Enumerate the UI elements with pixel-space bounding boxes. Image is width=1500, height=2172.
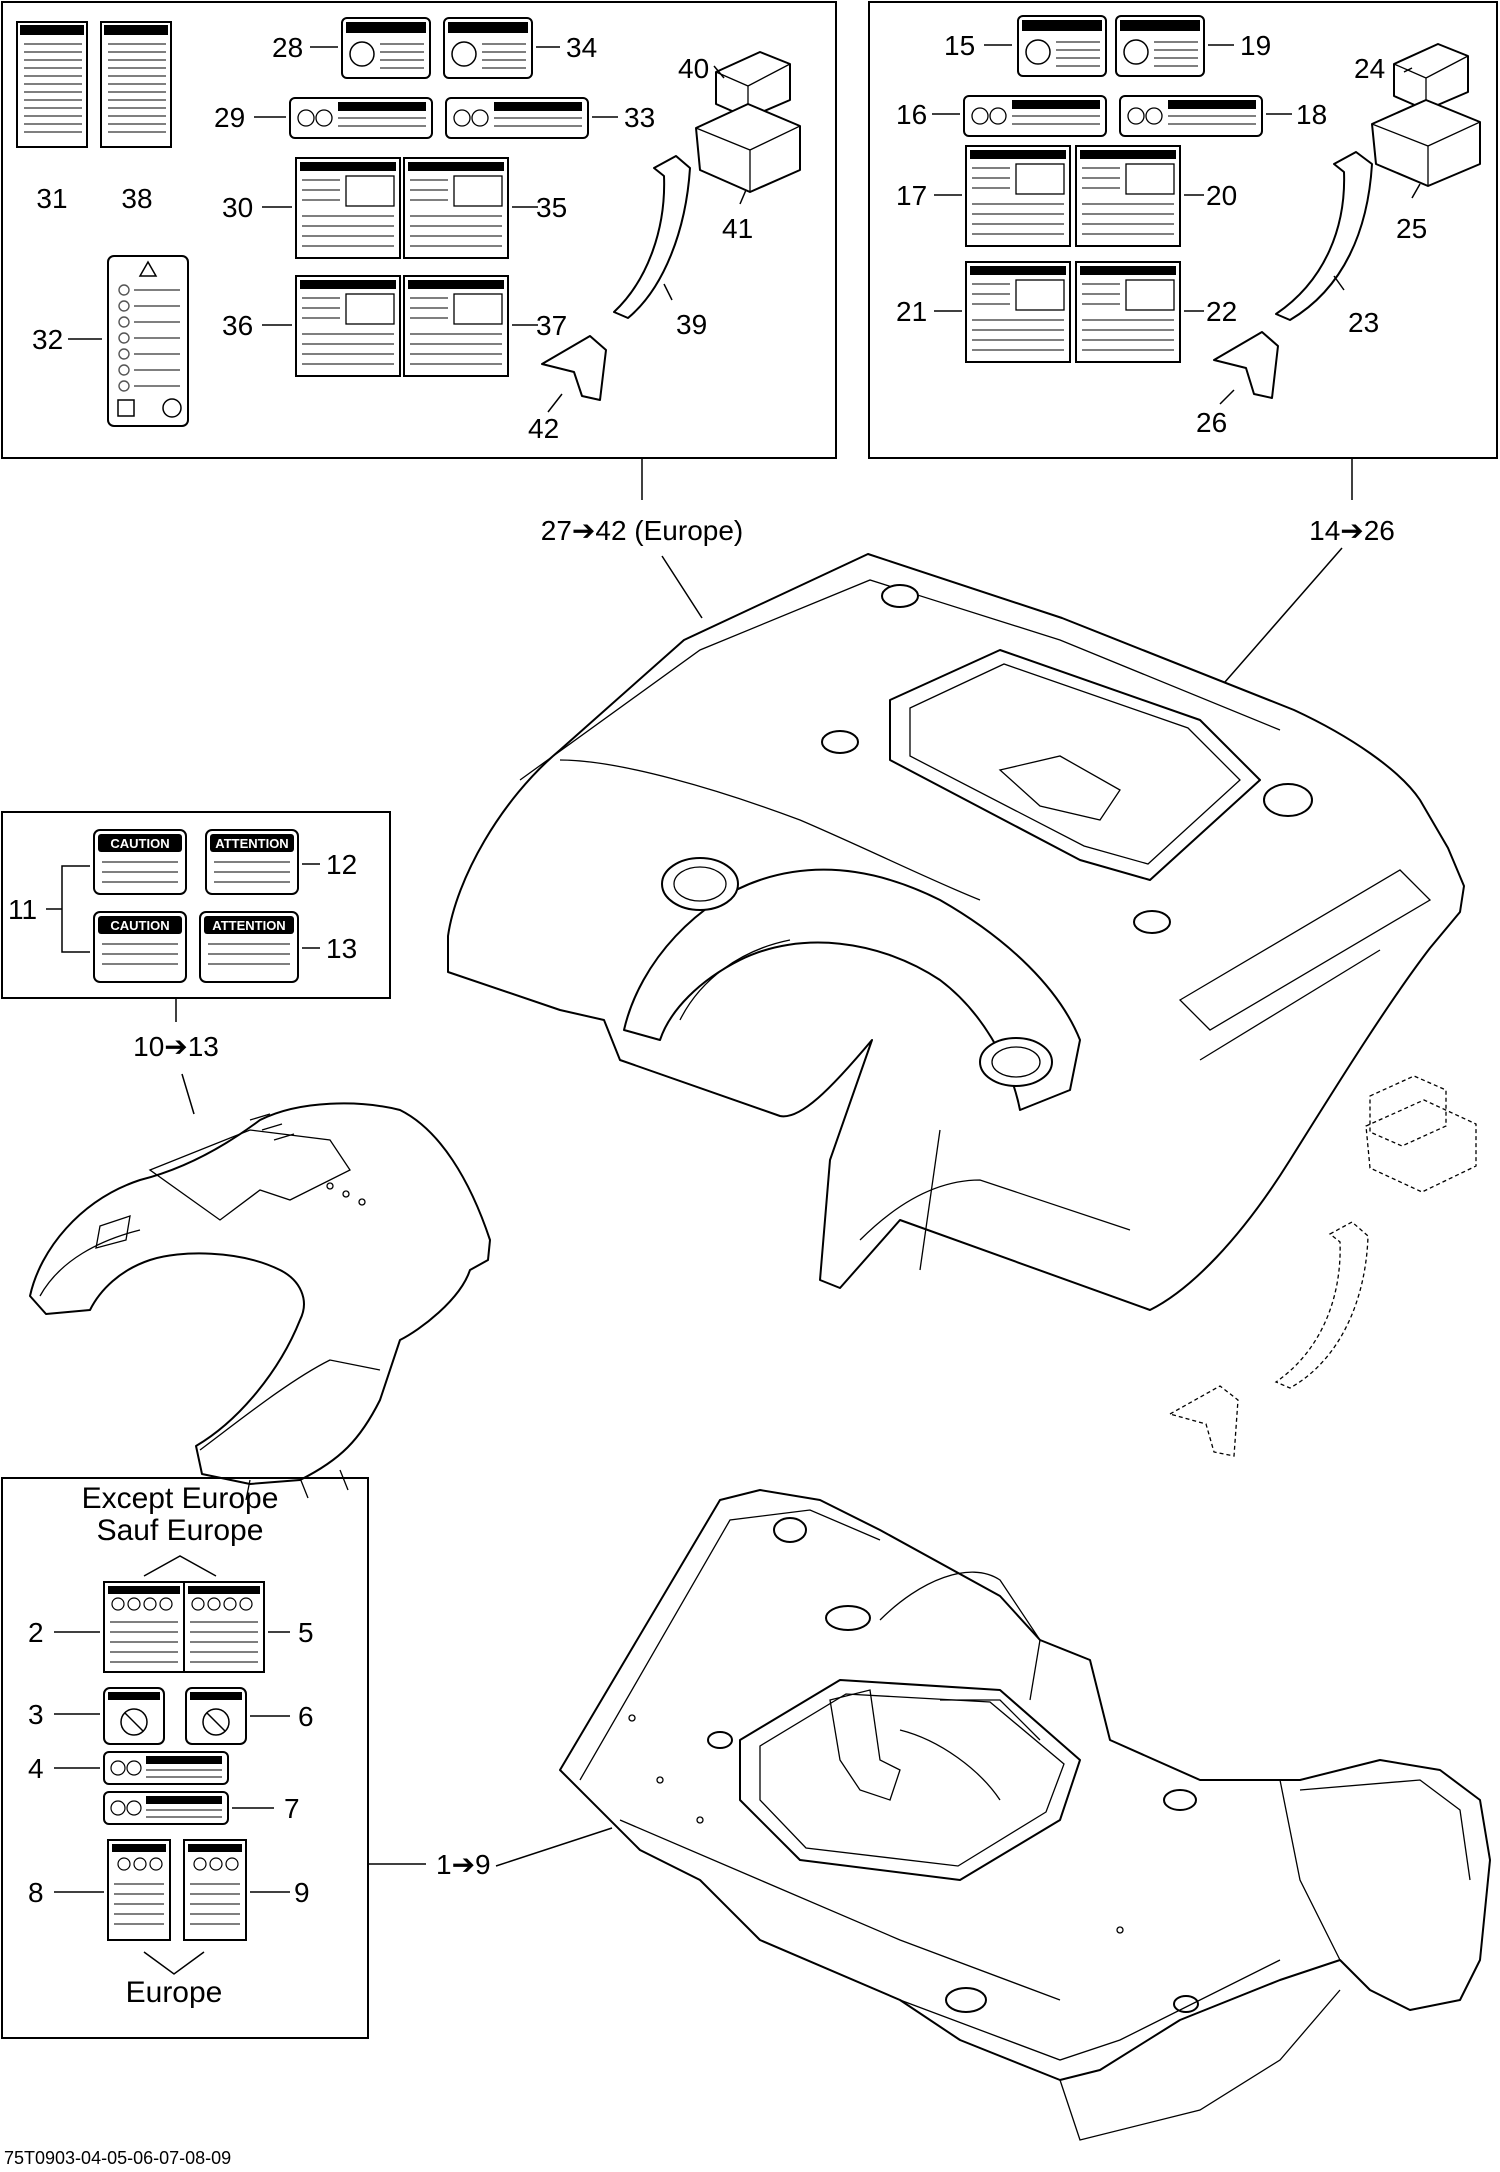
heading-sauf-europe: Sauf Europe [97, 1514, 264, 1547]
caution-decal-kit-box: CAUTION ATTENTION CAUTION ATTENTION 11 1… [1, 811, 391, 999]
callout-26: 26 [1196, 407, 1227, 438]
decal-29 [289, 97, 433, 139]
callout-25: 25 [1396, 213, 1427, 244]
guard-40 [715, 51, 791, 119]
callout-21: 21 [896, 296, 927, 327]
decal-3 [103, 1687, 165, 1745]
decal-30 [295, 157, 401, 259]
callout-19: 19 [1240, 30, 1271, 61]
callout-12: 12 [326, 849, 357, 880]
kit-label-front: 1➔9 [436, 1849, 491, 1880]
bracket-42 [541, 335, 607, 401]
callout-39: 39 [676, 309, 707, 340]
reference-code: 75T0903-04-05-06-07-08-09 [4, 2148, 231, 2168]
callout-28: 28 [272, 32, 303, 63]
decal-2 [103, 1581, 185, 1673]
decal-5 [183, 1581, 265, 1673]
front-fender-body [29, 1102, 491, 1501]
decal-caution-top: CAUTION [93, 829, 187, 895]
guard-25 [1371, 99, 1481, 187]
callout-15: 15 [944, 30, 975, 61]
callout-4: 4 [28, 1753, 44, 1784]
callout-5: 5 [298, 1617, 314, 1648]
callout-8: 8 [28, 1877, 44, 1908]
decal-37 [403, 275, 509, 377]
decal-15 [1017, 15, 1107, 77]
callout-30: 30 [222, 192, 253, 223]
decal-caution-bottom: CAUTION [93, 911, 187, 983]
decal-36 [295, 275, 401, 377]
decal-34 [443, 17, 533, 79]
callout-37: 37 [536, 310, 567, 341]
guard-41 [695, 103, 801, 193]
callout-29: 29 [214, 102, 245, 133]
decal-32 [107, 255, 189, 427]
callout-31: 31 [36, 183, 67, 214]
callout-2: 2 [28, 1617, 44, 1648]
callout-38: 38 [121, 183, 152, 214]
decal-16 [963, 95, 1107, 137]
decal-9 [183, 1839, 247, 1941]
callout-16: 16 [896, 99, 927, 130]
callout-42: 42 [528, 413, 559, 444]
callout-36: 36 [222, 310, 253, 341]
heading-europe: Europe [126, 1976, 223, 2009]
decal-18 [1119, 95, 1263, 137]
callout-24: 24 [1354, 53, 1385, 84]
caution-title-top: CAUTION [110, 836, 169, 851]
trim-strip-39 [613, 155, 691, 319]
front-fender-lower-body [559, 1489, 1491, 2141]
decal-4 [103, 1751, 229, 1785]
kit-label-caution: 10➔13 [133, 1031, 219, 1062]
callout-32: 32 [32, 324, 63, 355]
callout-3: 3 [28, 1699, 44, 1730]
decal-38 [100, 21, 172, 148]
callout-41: 41 [722, 213, 753, 244]
europe-decal-kit-box: 31 38 32 [1, 1, 837, 459]
callout-7: 7 [284, 1793, 300, 1824]
callout-11: 11 [8, 894, 37, 925]
decal-6 [185, 1687, 247, 1745]
trim-strip-23 [1275, 151, 1373, 321]
callout-23: 23 [1348, 307, 1379, 338]
caution-title-bottom: CAUTION [110, 918, 169, 933]
callout-22: 22 [1206, 296, 1237, 327]
decal-7 [103, 1791, 229, 1825]
callout-20: 20 [1206, 180, 1237, 211]
decal-35 [403, 157, 509, 259]
rear-decal-kit-box: 15 19 16 18 [868, 1, 1498, 459]
kit-label-europe: 27➔42 (Europe) [541, 515, 743, 546]
callout-17: 17 [896, 180, 927, 211]
attention-title-bottom: ATTENTION [212, 918, 285, 933]
decal-17 [965, 145, 1071, 247]
rear-fender-body [447, 553, 1465, 1311]
decal-22 [1075, 261, 1181, 363]
callout-18: 18 [1296, 99, 1327, 130]
kit-label-rear: 14➔26 [1309, 515, 1395, 546]
callout-13: 13 [326, 933, 357, 964]
attention-title-top: ATTENTION [215, 836, 288, 851]
decal-31 [16, 21, 88, 148]
heading-except-europe: Except Europe [82, 1482, 279, 1515]
bracket-26 [1213, 331, 1279, 399]
callout-40: 40 [678, 53, 709, 84]
callout-35: 35 [536, 192, 567, 223]
guard-24 [1393, 43, 1469, 111]
decal-33 [445, 97, 589, 139]
decal-attention-12: ATTENTION [205, 829, 299, 895]
decal-28 [341, 17, 431, 79]
decal-20 [1075, 145, 1181, 247]
decal-8 [107, 1839, 171, 1941]
decal-attention-13: ATTENTION [199, 911, 299, 983]
callout-34: 34 [566, 32, 597, 63]
ghost-guards [1168, 1075, 1477, 1457]
decal-19 [1115, 15, 1205, 77]
callout-33: 33 [624, 102, 655, 133]
callout-6: 6 [298, 1701, 314, 1732]
front-decal-kit-box: Except Europe Sauf Europe 2 5 [1, 1477, 369, 2039]
decal-21 [965, 261, 1071, 363]
callout-9: 9 [294, 1877, 310, 1908]
